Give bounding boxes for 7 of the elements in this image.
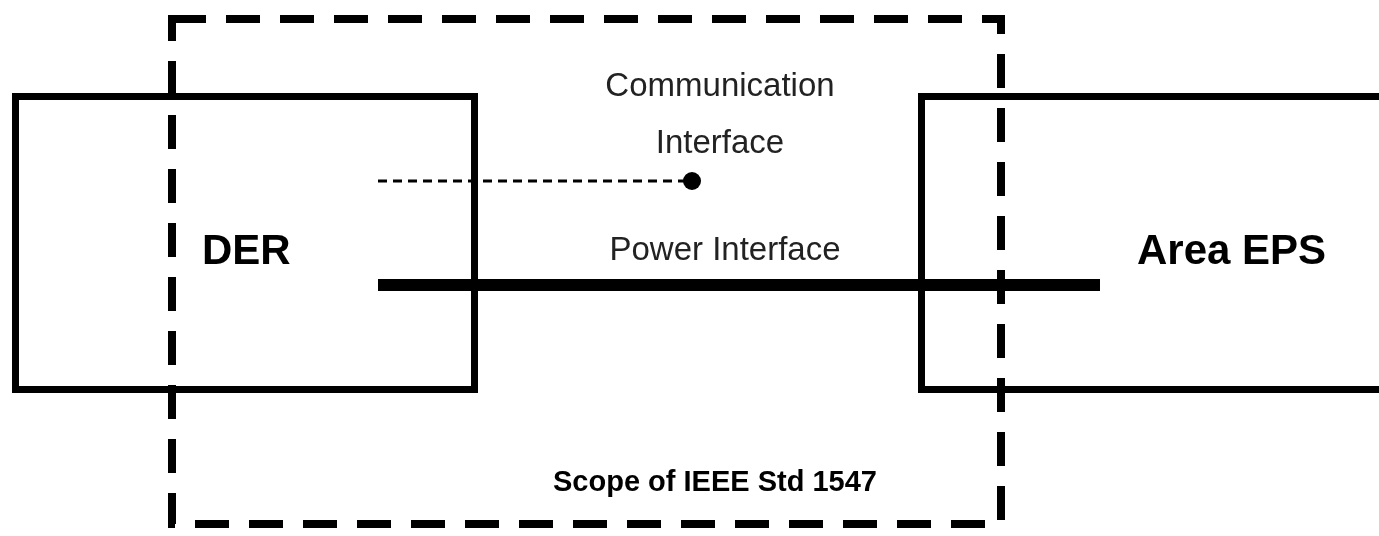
connector-line (378, 279, 1100, 291)
dashed-connector (378, 172, 701, 190)
box-title: DER (202, 226, 291, 274)
scope-label: Scope of IEEE Std 1547 (553, 465, 877, 498)
system-box (918, 93, 1379, 393)
system-box (12, 93, 478, 393)
box-title: Area EPS (1137, 226, 1327, 274)
